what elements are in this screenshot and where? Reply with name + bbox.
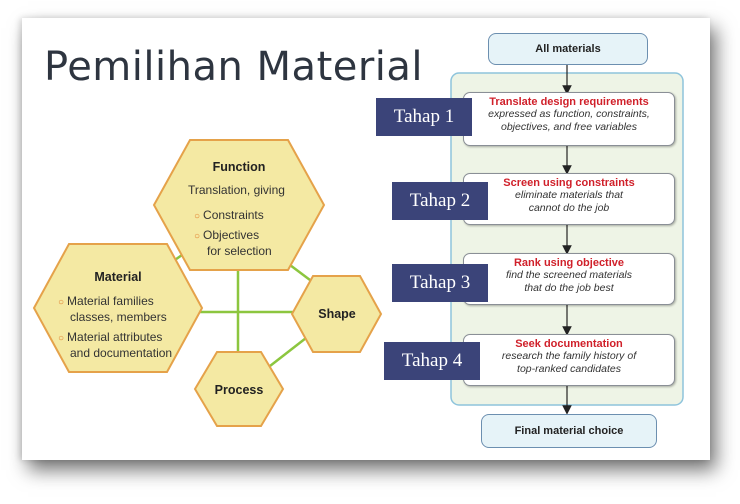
material-bullet-1: ○Material families: [58, 294, 154, 308]
step-3-box: Rank using objective find the screened m…: [463, 253, 675, 305]
shape-label: Shape: [318, 307, 356, 321]
material-label: Material: [94, 270, 142, 284]
final-choice-box: Final material choice: [481, 414, 657, 448]
function-bullet-1: ○Constraints: [194, 208, 264, 222]
process-label: Process: [214, 383, 264, 397]
material-bullet-2-cont: and documentation: [70, 346, 173, 360]
step-2-desc-2: cannot do the job: [528, 202, 610, 214]
function-subtitle: Translation, giving: [188, 183, 285, 197]
bullet-icon: ○: [194, 211, 201, 222]
tahap-2-label: Tahap 2: [392, 182, 488, 220]
step-1-box: Translate design requirements expressed …: [463, 92, 675, 146]
shape-hexagon: [290, 275, 383, 353]
function-bullet-2-cont: for selection: [207, 244, 272, 258]
page-title: Pemilihan Material: [44, 44, 424, 90]
step-1-desc-1: expressed as function, constraints,: [488, 108, 650, 120]
step-2-desc-1: eliminate materials that: [515, 189, 623, 201]
material-bullet-2: ○Material attributes: [58, 330, 163, 344]
tahap-1-label: Tahap 1: [376, 98, 472, 136]
bullet-icon: ○: [58, 333, 65, 344]
step-3-desc-1: find the screened materials: [505, 269, 633, 281]
process-hexagon: [193, 351, 285, 427]
step-2-heading: Screen using constraints: [503, 177, 635, 189]
function-label: Function: [212, 160, 266, 174]
bullet-icon: ○: [58, 297, 65, 308]
step-3-heading: Rank using objective: [513, 257, 625, 269]
bullet-icon: ○: [194, 231, 201, 242]
tahap-3-label: Tahap 3: [392, 264, 488, 302]
function-hexagon: [152, 139, 326, 271]
step-4-desc-1: research the family history of: [501, 350, 637, 362]
material-bullet-1-cont: classes, members: [70, 310, 167, 324]
step-1-desc-2: objectives, and free variables: [501, 121, 637, 133]
step-1-heading: Translate design requirements: [489, 96, 649, 108]
step-3-desc-2: that do the job best: [524, 282, 614, 294]
all-materials-box: All materials: [488, 33, 648, 65]
tahap-4-label: Tahap 4: [384, 342, 480, 380]
step-4-desc-2: top-ranked candidates: [517, 363, 621, 375]
material-hexagon: [32, 243, 204, 373]
function-bullet-2: ○Objectives: [194, 228, 260, 242]
step-4-box: Seek documentation research the family h…: [463, 334, 675, 386]
step-4-heading: Seek documentation: [515, 338, 623, 350]
step-2-box: Screen using constraints eliminate mater…: [463, 173, 675, 225]
